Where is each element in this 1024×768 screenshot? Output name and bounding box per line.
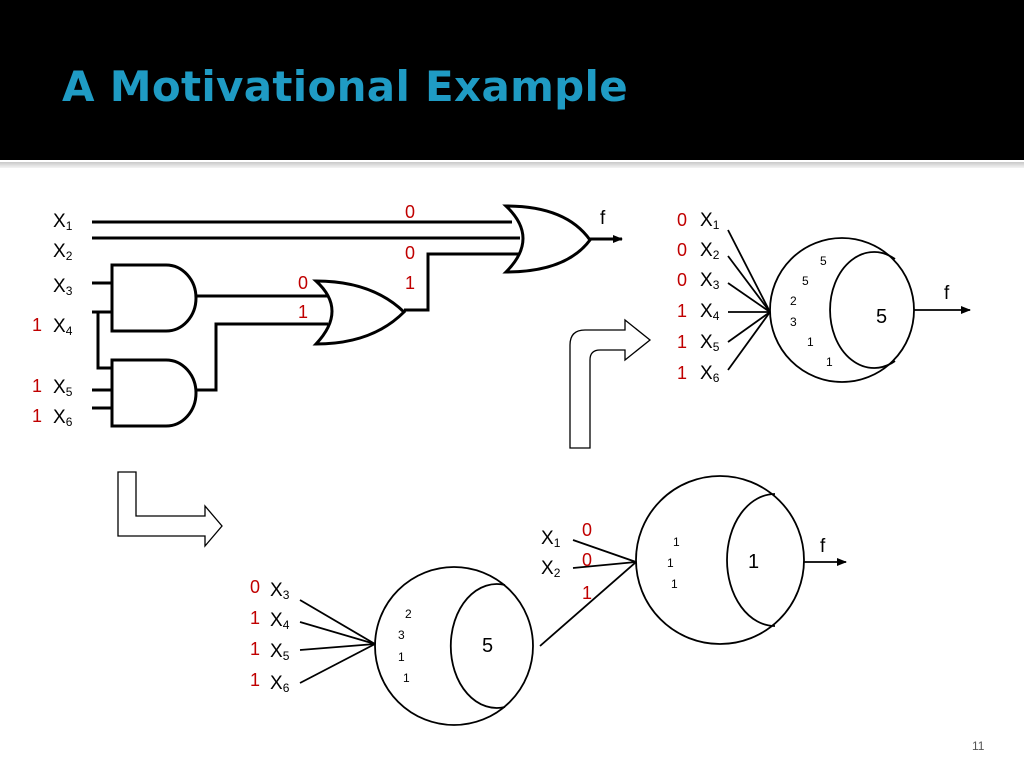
wire-and2-out [196, 322, 328, 392]
value-x2-wire: 0 [405, 243, 415, 263]
outer-input-x2: X2 [541, 558, 561, 580]
edge-x5 [727, 311, 771, 343]
circuit-value-x5: 1 [32, 376, 42, 396]
outer-threshold-arc [726, 493, 776, 627]
value-x1-wire: 0 [405, 202, 415, 222]
inner-input-x6: X6 [270, 673, 290, 695]
outer-neuron-body [635, 475, 805, 645]
or-gate-1 [502, 204, 592, 274]
edge-x1 [727, 229, 771, 313]
weight-1: 5 [820, 254, 827, 268]
circuit-output-label: f [600, 208, 606, 229]
neuron-body [769, 237, 915, 383]
logic-circuit: X1 X2 X3 X4 X5 X6 1 1 1 0 0 1 0 1 f [32, 202, 623, 429]
inner-edge-x6 [299, 643, 376, 684]
neuron-input-x3: X3 [700, 270, 720, 292]
outer-input-x1: X1 [541, 528, 561, 550]
outer-value-x1: 0 [582, 520, 592, 540]
outer-value-x2: 0 [582, 550, 592, 570]
circuit-value-x6: 1 [32, 406, 42, 426]
outer-edge-x2 [572, 561, 637, 569]
inner-input-x3: X3 [270, 580, 290, 602]
inner-weight-3: 1 [398, 650, 405, 664]
or-gate-2 [312, 279, 407, 346]
neuron-value-x2: 0 [677, 240, 687, 260]
weight-4: 3 [790, 315, 797, 329]
circuit-input-x3: X3 [53, 276, 73, 298]
circuit-input-x1: X1 [53, 211, 73, 233]
circuit-input-x2: X2 [53, 241, 73, 263]
neuron-threshold-arc [829, 251, 896, 369]
neuron-input-x6: X6 [700, 363, 720, 385]
neuron-value-x4: 1 [677, 301, 687, 321]
title-divider [0, 162, 1024, 168]
inner-value-x3: 0 [250, 577, 260, 597]
edge-x3 [727, 282, 771, 313]
neuron-network: 0 1 1 1 X3 X4 X5 X6 2 3 1 1 5 X1 X2 0 0 … [250, 475, 847, 726]
threshold-value: 5 [876, 306, 887, 328]
edge-x2 [727, 255, 771, 313]
neuron-single: 0 0 0 1 1 1 X1 X2 X3 X4 X5 X6 5 5 2 3 1 … [677, 210, 971, 385]
outer-output-label: f [820, 536, 826, 557]
value-or2-out: 1 [405, 273, 415, 293]
inner-weight-1: 2 [405, 607, 412, 621]
outer-edge-x1 [572, 539, 637, 563]
inner-threshold-arc [449, 583, 506, 709]
inner-edge-x3 [299, 599, 376, 645]
value-and2-out: 1 [298, 302, 308, 322]
neuron-value-x3: 0 [677, 270, 687, 290]
outer-threshold-value: 1 [748, 551, 759, 573]
and-gate-1 [110, 263, 198, 333]
circuit-input-x4: X4 [53, 316, 73, 338]
neuron-output-label: f [944, 283, 950, 304]
inner-neuron-body [374, 566, 534, 726]
inner-input-x5: X5 [270, 641, 290, 663]
outer-weight-3: 1 [671, 577, 678, 591]
neuron-input-x5: X5 [700, 332, 720, 354]
inner-value-x6: 1 [250, 670, 260, 690]
outer-weight-2: 1 [667, 556, 674, 570]
inner-edge-x5 [299, 643, 376, 651]
weight-6: 1 [826, 355, 833, 369]
neuron-value-x5: 1 [677, 332, 687, 352]
circuit-input-x5: X5 [53, 377, 73, 399]
title-bar [0, 0, 1024, 160]
outer-value-inner: 1 [582, 583, 592, 603]
outer-weight-1: 1 [673, 535, 680, 549]
page-number: 11 [972, 739, 985, 753]
value-and1-out: 0 [298, 273, 308, 293]
circuit-value-x4: 1 [32, 315, 42, 335]
edge-x6 [727, 311, 771, 371]
neuron-value-x6: 1 [677, 363, 687, 383]
weight-5: 1 [807, 335, 814, 349]
inner-weight-4: 1 [403, 671, 410, 685]
circuit-input-x6: X6 [53, 407, 73, 429]
inner-value-x4: 1 [250, 608, 260, 628]
weight-2: 5 [802, 274, 809, 288]
and-gate-2 [110, 358, 198, 428]
wire-x4-and2 [96, 340, 112, 370]
inner-input-x4: X4 [270, 610, 290, 632]
inner-weight-2: 3 [398, 628, 405, 642]
transform-arrow-up-right [569, 318, 652, 449]
inner-value-x5: 1 [250, 639, 260, 659]
neuron-value-x1: 0 [677, 210, 687, 230]
transform-arrow-down-right [117, 471, 223, 548]
inner-edge-x4 [299, 621, 376, 645]
wire-or2-out [404, 252, 520, 312]
neuron-input-x2: X2 [700, 240, 720, 262]
inner-to-outer-edge [539, 561, 637, 647]
slide-title: A Motivational Example [62, 62, 628, 111]
neuron-input-x4: X4 [700, 301, 720, 323]
inner-threshold-value: 5 [482, 635, 493, 657]
neuron-input-x1: X1 [700, 210, 720, 232]
weight-3: 2 [790, 294, 797, 308]
